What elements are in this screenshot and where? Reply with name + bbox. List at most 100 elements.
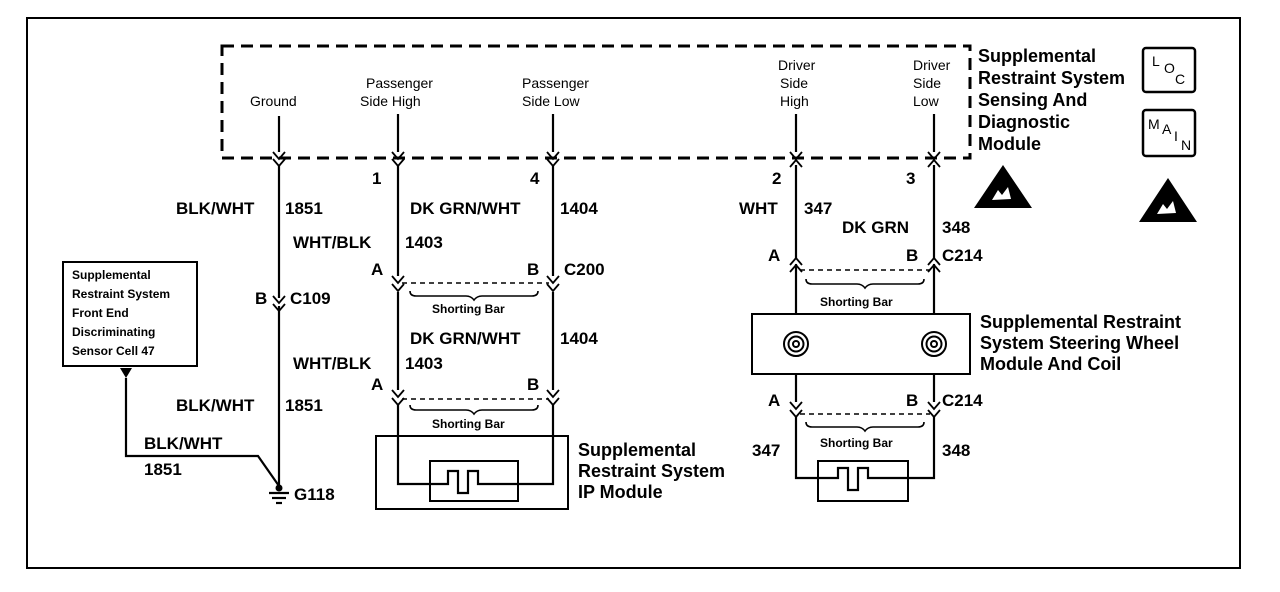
c109-pin: B: [255, 289, 267, 308]
c214-upper-connector-label: C214: [942, 246, 983, 265]
svg-text:System Steering Wheel: System Steering Wheel: [980, 333, 1179, 353]
svg-text:Shorting Bar: Shorting Bar: [820, 295, 893, 309]
esd-warning-icon: [1139, 178, 1197, 222]
svg-text:Side: Side: [913, 75, 941, 91]
pin-number-2: 2: [772, 169, 781, 188]
ground-g118-label: G118: [294, 485, 335, 504]
c214-lower-pin-a: A: [768, 391, 780, 410]
svg-text:Restraint System: Restraint System: [978, 68, 1125, 88]
svg-text:Driver: Driver: [913, 57, 951, 73]
svg-text:A: A: [1162, 121, 1172, 137]
svg-text:Module: Module: [978, 134, 1041, 154]
passenger-high-wire-color-mid: WHT/BLK: [293, 354, 372, 373]
terminal-ground-label: Ground: [250, 93, 297, 109]
c214-upper-pin-b: B: [906, 246, 918, 265]
svg-text:Driver: Driver: [778, 57, 816, 73]
ip-module-label: Supplemental Restraint System IP Module: [578, 440, 725, 502]
terminal-driver-side-high-label: Driver Side High: [778, 57, 816, 109]
svg-text:L: L: [1152, 53, 1160, 69]
c200-connector-label: C200: [564, 260, 605, 279]
driver-low-wire: [908, 165, 941, 480]
driver-high-wire-color: WHT: [739, 199, 778, 218]
driver-high-wire-circuit-bottom: 347: [752, 441, 780, 460]
ground-wire-color-bottom: BLK/WHT: [176, 396, 255, 415]
c214-upper-pin-a: A: [768, 246, 780, 265]
sensor-wire: [120, 368, 280, 487]
svg-text:Front End: Front End: [72, 306, 129, 320]
ground-wire-circuit-top: 1851: [285, 199, 323, 218]
passenger-high-wire: [391, 165, 430, 486]
svg-text:Restraint System: Restraint System: [578, 461, 725, 481]
svg-text:Sensing And: Sensing And: [978, 90, 1087, 110]
shorting-bar-c200: Shorting Bar: [402, 282, 549, 316]
steering-wheel-module-box: [751, 313, 971, 375]
svg-text:Shorting Bar: Shorting Bar: [820, 436, 893, 450]
svg-text:I: I: [1174, 128, 1178, 144]
svg-text:Shorting Bar: Shorting Bar: [432, 302, 505, 316]
shorting-bar-ip: Shorting Bar: [402, 398, 549, 431]
svg-text:IP Module: IP Module: [578, 482, 663, 502]
c214-lower-connector-label: C214: [942, 391, 983, 410]
driver-low-wire-circuit: 348: [942, 218, 970, 237]
sensing-diagnostic-module-box: [220, 44, 972, 160]
svg-text:Diagnostic: Diagnostic: [978, 112, 1070, 132]
ground-symbol-icon: [269, 484, 289, 505]
svg-text:Restraint System: Restraint System: [72, 287, 170, 301]
svg-text:Supplemental: Supplemental: [72, 268, 151, 282]
svg-text:O: O: [1164, 60, 1175, 76]
c214-lower-pin-b: B: [906, 391, 918, 410]
svg-text:High: High: [780, 93, 809, 109]
ip-module-box: [375, 435, 569, 510]
clockspring-coil-icon: [921, 331, 947, 357]
svg-text:Side Low: Side Low: [522, 93, 580, 109]
sensor-wire-circuit: 1851: [144, 460, 182, 479]
svg-text:Passenger: Passenger: [522, 75, 589, 91]
svg-text:Supplemental: Supplemental: [578, 440, 696, 460]
svg-text:Sensor Cell 47: Sensor Cell 47: [72, 344, 155, 358]
svg-text:Shorting Bar: Shorting Bar: [432, 417, 505, 431]
c200-lower-pin-a: A: [371, 375, 383, 394]
passenger-low-wire-circuit-top: 1404: [560, 199, 598, 218]
steering-squib-icon: [817, 460, 909, 502]
svg-text:Discriminating: Discriminating: [72, 325, 155, 339]
c200-pin-a: A: [371, 260, 383, 279]
driver-low-wire-color: DK GRN: [842, 218, 909, 237]
pin-number-1: 1: [372, 169, 381, 188]
svg-text:Supplemental Restraint: Supplemental Restraint: [980, 312, 1181, 332]
clockspring-coil-icon: [783, 331, 809, 357]
loc-icon: L O C: [1141, 46, 1197, 94]
svg-text:M: M: [1148, 116, 1160, 132]
passenger-high-wire-circuit-top: 1403: [405, 233, 443, 252]
passenger-low-wire-color-mid: DK GRN/WHT: [410, 329, 521, 348]
terminal-passenger-side-high-label: Passenger Side High: [360, 75, 433, 109]
module-title: Supplemental Restraint System Sensing An…: [978, 46, 1125, 154]
passenger-low-wire: [518, 165, 560, 486]
passenger-low-wire-circuit-mid: 1404: [560, 329, 598, 348]
pin-number-4: 4: [530, 169, 540, 188]
c200-pin-b: B: [527, 260, 539, 279]
svg-text:Side: Side: [780, 75, 808, 91]
pin-number-3: 3: [906, 169, 915, 188]
diagram-frame: [26, 17, 1241, 569]
svg-text:N: N: [1181, 137, 1191, 153]
c109-connector-label: C109: [290, 289, 331, 308]
terminal-driver-side-low-label: Driver Side Low: [913, 57, 951, 109]
ip-module-squib-icon: [429, 460, 519, 502]
svg-text:Low: Low: [913, 93, 940, 109]
shorting-bar-c214-lower: Shorting Bar: [800, 413, 930, 450]
front-end-sensor-box: [62, 261, 198, 367]
passenger-low-wire-color-top: DK GRN/WHT: [410, 199, 521, 218]
main-icon: M A I N: [1141, 108, 1197, 158]
terminal-passenger-side-low-label: Passenger Side Low: [522, 75, 589, 109]
driver-low-wire-circuit-bottom: 348: [942, 441, 970, 460]
ground-wire: [272, 165, 286, 485]
driver-high-wire: [789, 165, 818, 480]
svg-text:Supplemental: Supplemental: [978, 46, 1096, 66]
driver-high-wire-circuit: 347: [804, 199, 832, 218]
passenger-high-wire-color-top: WHT/BLK: [293, 233, 372, 252]
steering-wheel-module-label: Supplemental Restraint System Steering W…: [980, 312, 1181, 374]
svg-text:Module And Coil: Module And Coil: [980, 354, 1121, 374]
shorting-bar-c214-upper: Shorting Bar: [800, 269, 930, 309]
svg-text:Passenger: Passenger: [366, 75, 433, 91]
